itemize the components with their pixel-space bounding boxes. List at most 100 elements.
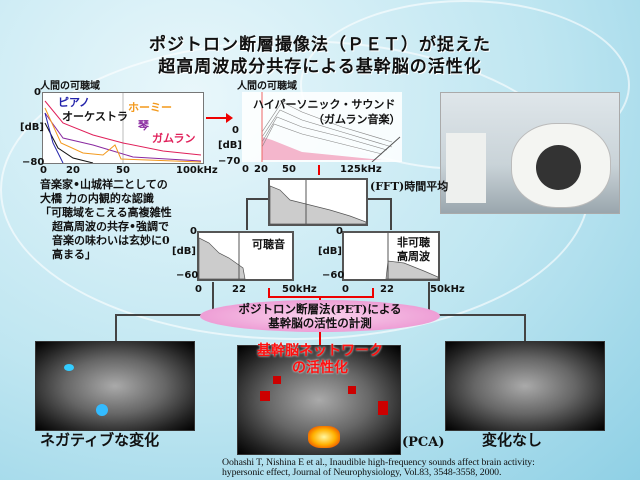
arrow-head [226, 113, 233, 123]
audible-label: 可聴音 [252, 238, 285, 251]
x-tick: 0 [195, 284, 202, 295]
network-label: 基幹脳ネットワーク の活性化 [240, 343, 400, 377]
hypersonic-chart [242, 92, 402, 163]
x-tick: 100kHz [176, 165, 218, 176]
brain-image-activation [237, 345, 401, 455]
legend-piano: ピアノ [58, 96, 91, 109]
y-tick: 0 [190, 226, 197, 237]
spectrum-chart [42, 92, 204, 164]
x-tick: 22 [232, 284, 246, 295]
connector [212, 282, 214, 315]
y-unit: [dB] [20, 122, 44, 133]
pet-line-2: 基幹脳の活性の計測 [268, 316, 372, 330]
legend-hoomii: ホーミー [128, 101, 172, 114]
activation-hot [308, 426, 340, 448]
hypersonic-waterfall [261, 92, 401, 163]
audible-chart [197, 231, 294, 281]
hypersonic-subtitle: （ガムラン音楽） [313, 113, 401, 126]
note-line: 「可聴域をこえる高複雑性 [40, 206, 172, 219]
y-tick: 0 [34, 87, 41, 98]
activation-red [273, 376, 281, 384]
brain-image-negative [35, 341, 195, 431]
activation-red [348, 386, 356, 394]
pet-measurement-ellipse [200, 300, 440, 332]
y-tick: 0 [336, 226, 343, 237]
title-line-1: ポジトロン断層撮像法（ＰＥＴ）が捉えた [149, 35, 491, 55]
x-tick: 50kHz [430, 284, 465, 295]
legend-koto: 琴 [138, 119, 149, 132]
note-line: 高まる」 [52, 248, 96, 261]
y-tick: −80 [22, 157, 45, 168]
network-line-2: の活性化 [292, 360, 348, 376]
connector [246, 198, 248, 230]
brain-image-no-change [445, 341, 605, 431]
note-line: 大橋 力の内観的な認識 [40, 192, 154, 205]
y-unit: [dB] [172, 246, 196, 257]
citation-line-1: Oohashi T, Nishina E et al., Inaudible h… [222, 457, 535, 468]
x-tick: 20 [66, 165, 80, 176]
piano-line [44, 112, 64, 164]
connector [368, 198, 390, 200]
x-tick: 22 [380, 284, 394, 295]
hoomii-line [44, 107, 202, 163]
connector [115, 314, 117, 342]
x-tick: 0 [342, 284, 349, 295]
y-tick: −60 [322, 270, 345, 281]
activation-blue [64, 364, 74, 371]
pet-line-1: ポジトロン断層法(PET)による [238, 302, 402, 316]
y-tick: −70 [218, 156, 241, 167]
fft-label: (FFT)時間平均 [370, 180, 449, 193]
y-unit: [dB] [318, 246, 342, 257]
x-tick: 0 [242, 164, 249, 175]
fft-chart [268, 178, 368, 226]
legend-orchestra: オーケストラ [62, 110, 128, 123]
caption-no-change: 変化なし [482, 431, 543, 449]
scanner-bore [536, 145, 581, 190]
note-line: 超高周波の共存•強調で [52, 220, 170, 233]
koto-line [44, 112, 202, 162]
bracket [268, 296, 374, 298]
caption-negative-change: ネガティブな変化 [40, 431, 160, 449]
connector [428, 314, 526, 316]
x-tick: 50 [282, 164, 296, 175]
note-line: 音楽の味わいは玄妙に0 [52, 234, 170, 247]
caption-pca: (PCA) [402, 435, 445, 450]
arrow-right [206, 117, 228, 119]
y-tick: 0 [232, 125, 239, 136]
hypersonic-title: ハイパーソニック・サウンド [253, 98, 396, 111]
citation-line-2: hypersonic effect, Journal of Neurophysi… [222, 467, 502, 478]
inaudible-label: 高周波 [397, 250, 430, 263]
activation-blue [96, 404, 108, 416]
note-text: 音楽家•山城祥二としての 大橋 力の内観的な認識 「可聴域をこえる高複雑性 超高… [40, 178, 172, 262]
connector [428, 282, 430, 315]
audible-range-label: 人間の可聴域 [40, 81, 100, 92]
x-tick: 125kHz [340, 164, 382, 175]
activation-red [260, 391, 270, 401]
scanner-console [446, 133, 486, 203]
bracket [372, 288, 374, 297]
connector [524, 314, 526, 342]
x-tick: 50kHz [282, 284, 317, 295]
arrow-down [318, 165, 320, 175]
inaudible-label: 非可聴 [397, 236, 430, 249]
note-line: 音楽家•山城祥二としての [40, 178, 168, 191]
audible-range-label: 人間の可聴域 [237, 81, 297, 92]
connector [390, 198, 392, 230]
pet-scanner-photo [440, 92, 620, 214]
spectrum-lines [44, 93, 202, 164]
y-tick: −60 [176, 270, 199, 281]
y-unit: [dB] [218, 140, 242, 151]
connector [115, 314, 213, 316]
citation: Oohashi T, Nishina E et al., Inaudible h… [222, 458, 634, 478]
title-line-2: 超高周波成分共存による基幹脳の活性化 [158, 57, 482, 77]
bracket [268, 288, 270, 297]
x-tick: 0 [40, 165, 47, 176]
legend-gamelan: ガムラン [152, 132, 196, 145]
network-line-1: 基幹脳ネットワーク [257, 343, 383, 359]
gamelan-line [44, 100, 202, 156]
activation-red [378, 401, 388, 415]
inaudible-chart [342, 231, 440, 281]
x-tick: 50 [116, 165, 130, 176]
connector [246, 198, 268, 200]
fft-spectrum [269, 180, 367, 225]
